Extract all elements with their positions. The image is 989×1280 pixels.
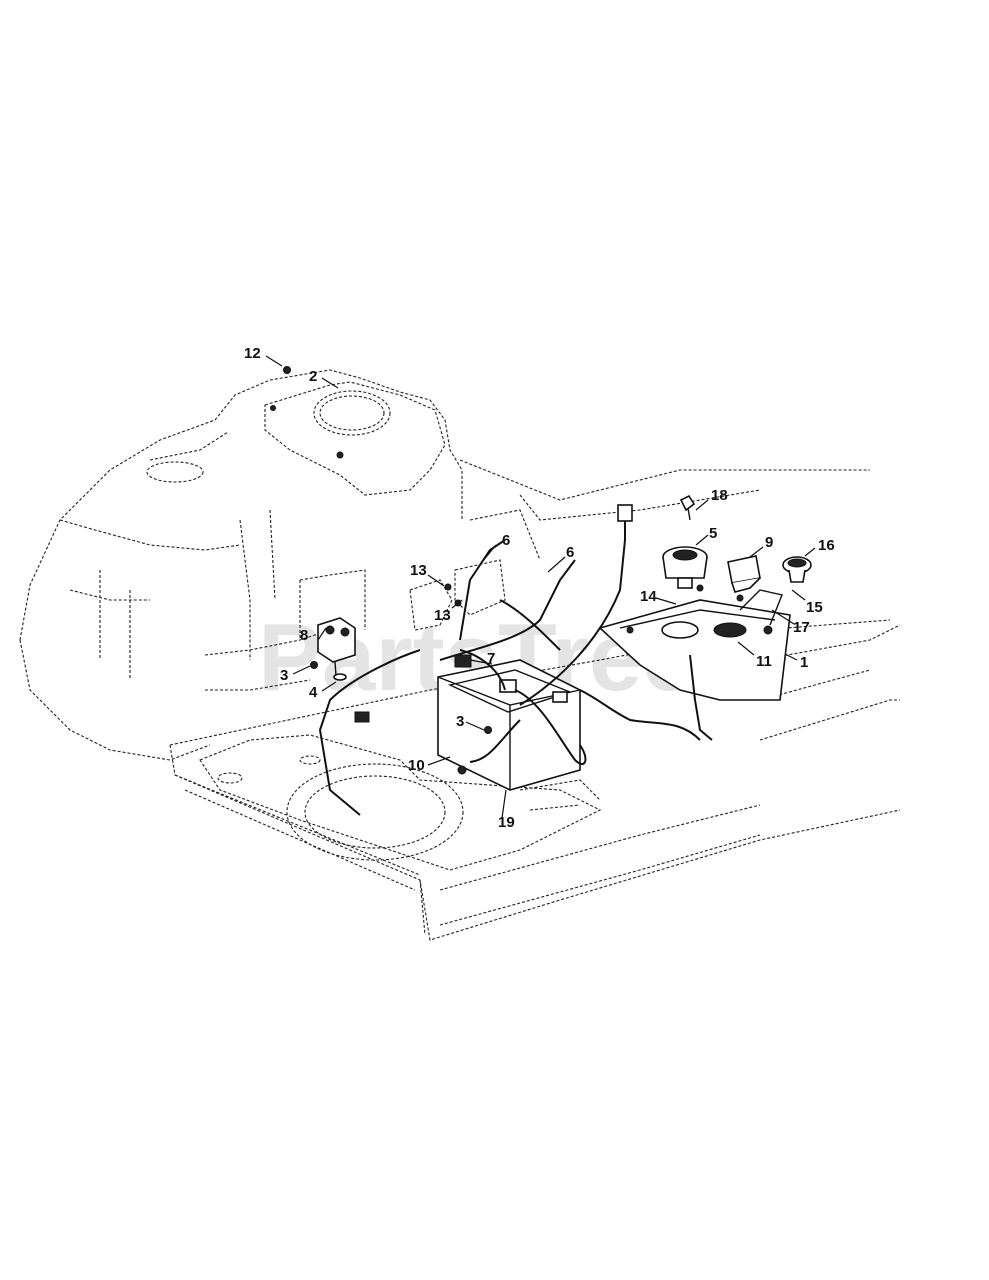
callout-12: 12 [244,345,261,362]
callout-19: 19 [498,814,515,831]
callout-14: 14 [640,588,657,605]
ignition-switch [662,546,708,589]
callout-6-right: 6 [566,544,574,561]
callout-16: 16 [818,537,835,554]
leader-lines [265,355,816,819]
callouts: 12 2 18 5 9 16 6 6 13 13 14 15 17 8 11 1… [244,345,835,831]
callout-4: 4 [309,684,318,701]
callout-9: 9 [765,534,773,551]
mower-hood [19,369,463,761]
rocker-switch [727,555,761,593]
dash-panel [264,381,446,496]
callout-5: 5 [709,525,717,542]
callout-8: 8 [300,627,308,644]
key [679,494,696,521]
callout-18: 18 [711,487,728,504]
callout-11: 11 [756,653,772,670]
callout-6-left: 6 [502,532,510,549]
callout-3-left: 3 [280,667,288,684]
callout-1: 1 [800,654,808,671]
wiring-harness [318,504,713,816]
console-panel [598,589,791,701]
knob [782,556,812,583]
callout-7: 7 [487,650,495,667]
mower-frame [169,459,901,941]
callout-13-top: 13 [410,562,427,579]
floor-pan [199,734,602,871]
callout-10: 10 [408,757,425,774]
callout-2: 2 [309,368,317,385]
solenoid [310,617,356,681]
battery [437,659,581,791]
callout-13-bottom: 13 [434,607,451,624]
callout-17: 17 [793,619,810,636]
callout-15: 15 [806,599,823,616]
callout-3-battery: 3 [456,713,464,730]
